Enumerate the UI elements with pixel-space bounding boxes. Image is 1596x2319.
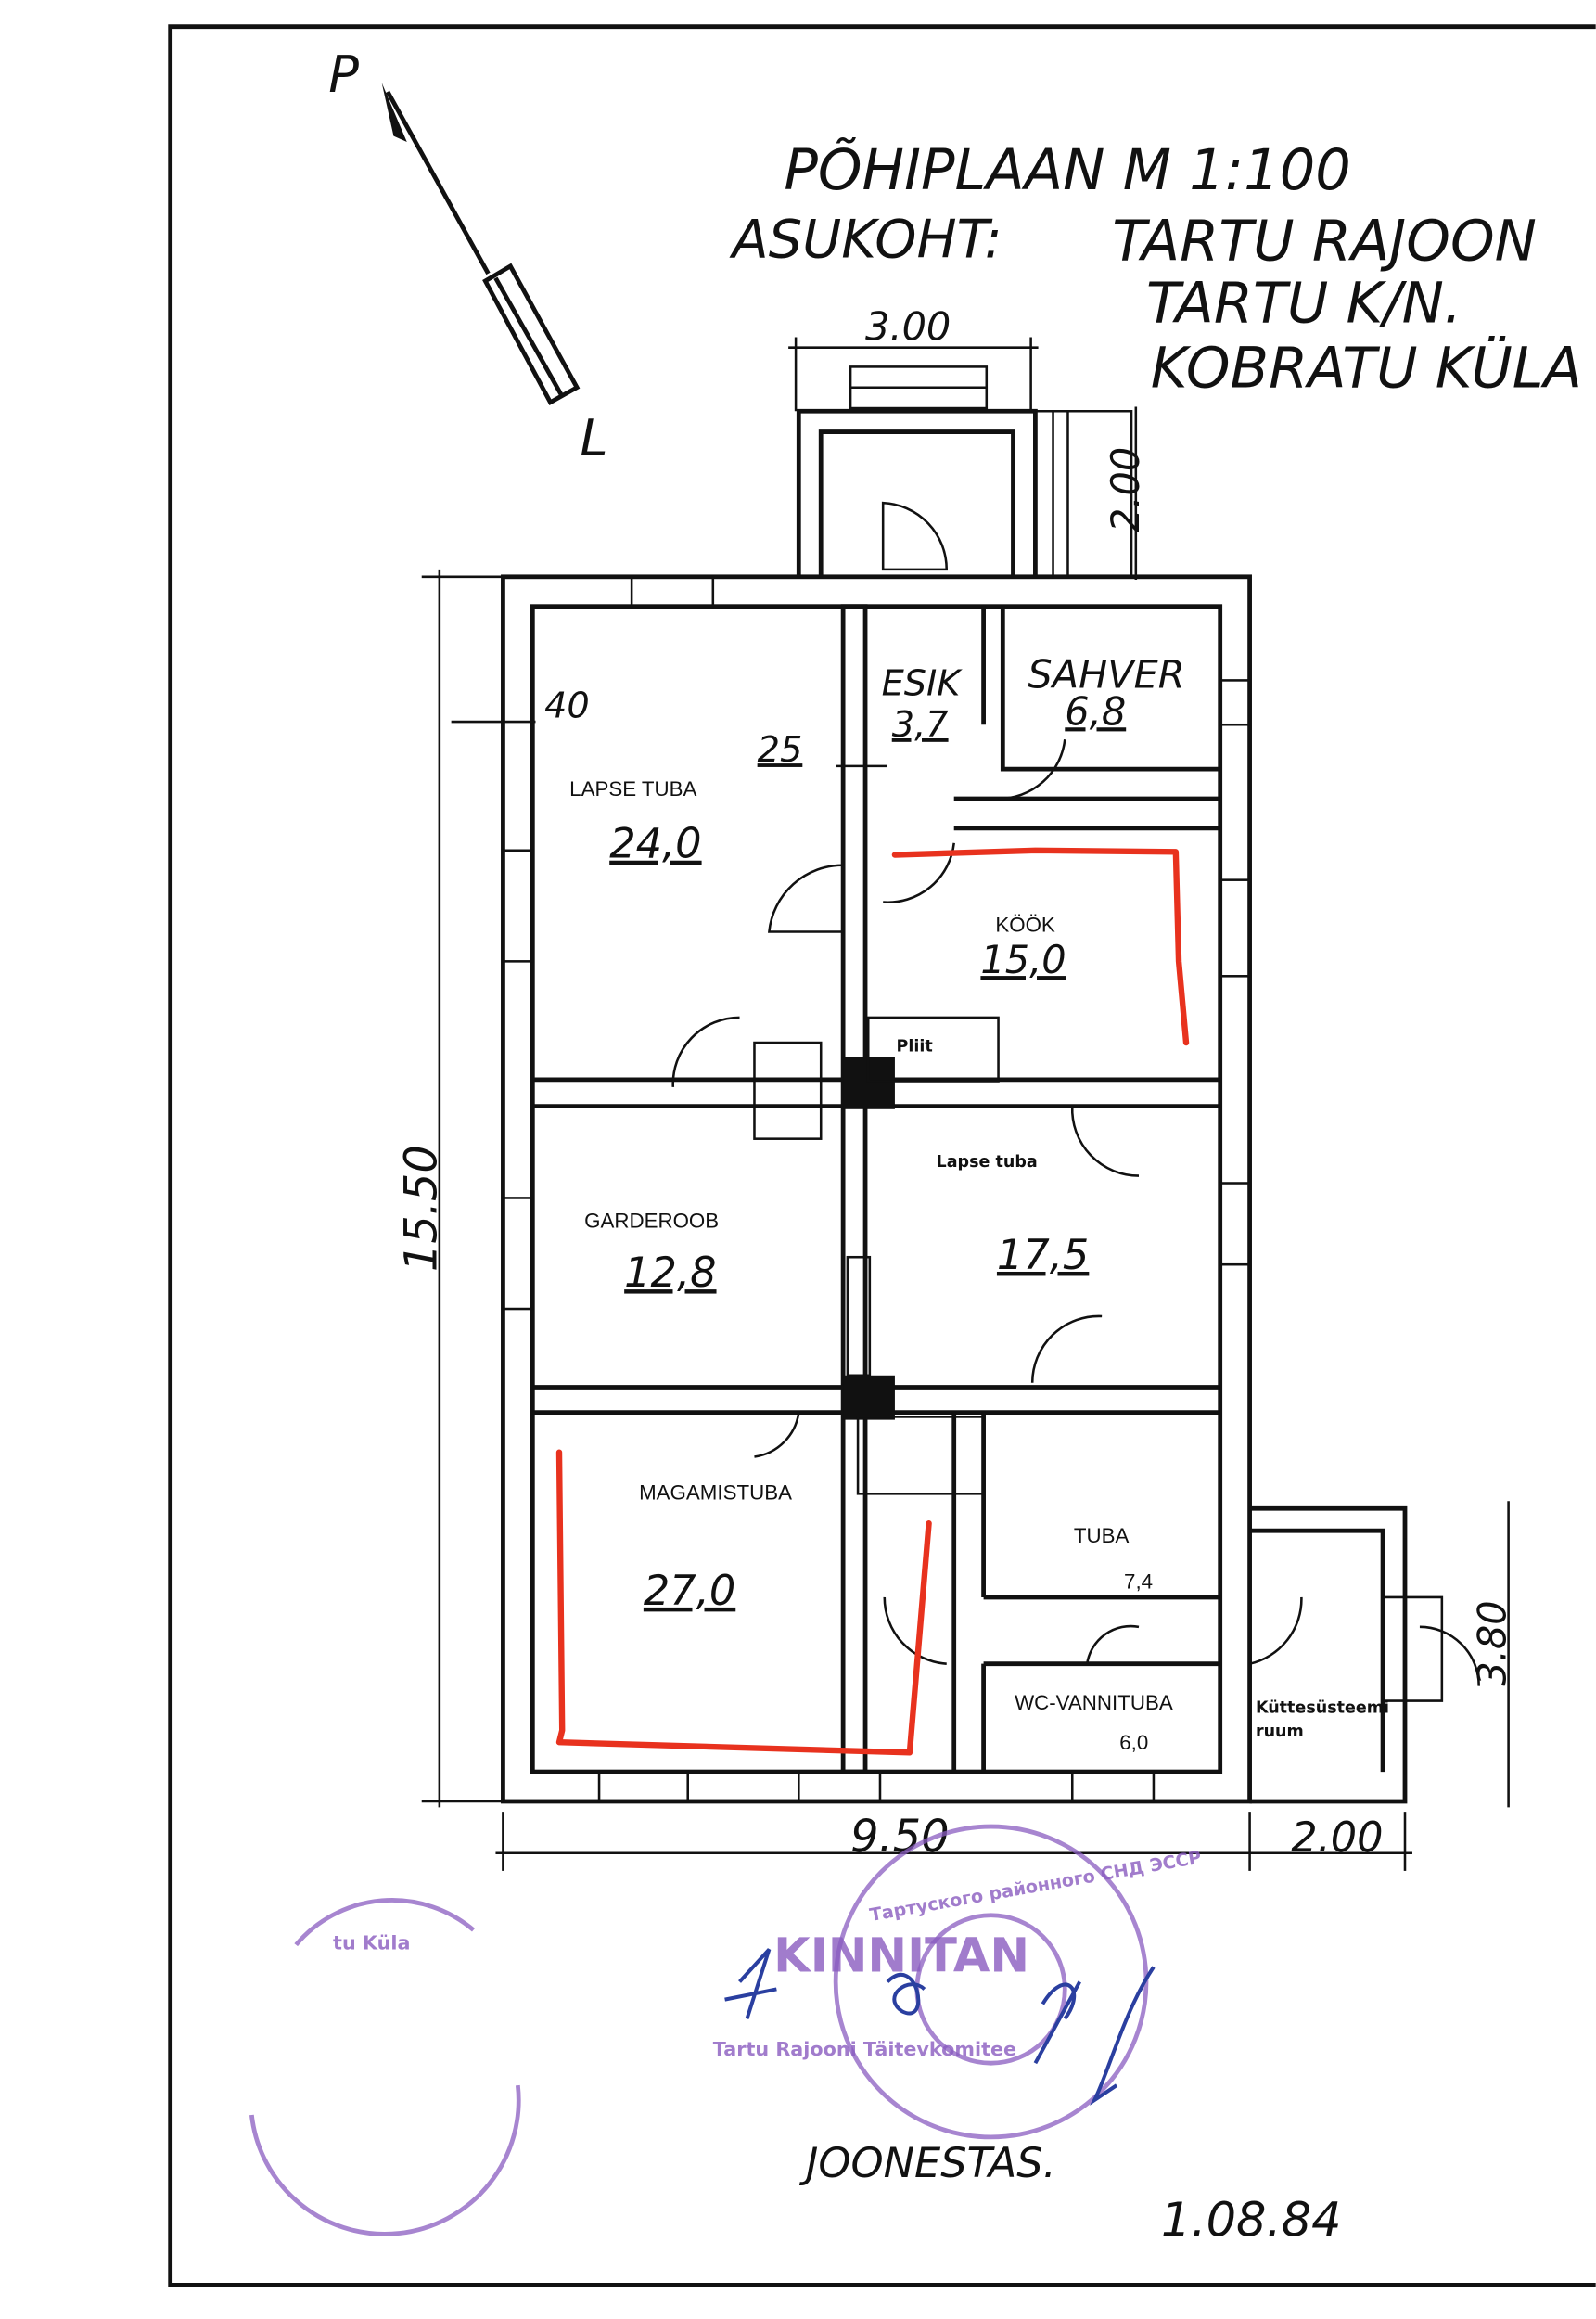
approval-stamp: KINNITAN Tartu Rajooni Täitevkomitee Тар…: [713, 1824, 1203, 2140]
room-kuttesusteemi-name-2: ruum: [1256, 1723, 1304, 1741]
room-kook-area: 15,0: [980, 938, 1066, 982]
room-garderoob-name: GARDEROOB: [584, 1209, 719, 1232]
approval-stamp-org: Tartu Rajooni Täitevkomitee: [713, 2038, 1016, 2060]
location-line-3: KOBRATU KÜLA: [1151, 336, 1582, 402]
signature: [724, 1948, 1156, 2106]
heating-markers: [555, 847, 1190, 1756]
room-esik-area: 3,7: [892, 704, 949, 746]
room-esik-name: ESIK: [882, 662, 964, 704]
dim-wall-outer: 40: [544, 685, 590, 726]
walls: [501, 365, 1480, 1804]
village-stamp: tu Küla: [249, 1898, 521, 2236]
room-labels: LAPSE TUBA 24,0 ESIK 3,7 SAHVER 6,8 KÖÖK…: [569, 652, 1389, 1754]
room-sahver-area: 6,8: [1065, 689, 1126, 734]
compass-north-label: P: [328, 45, 359, 104]
arrow-head-icon: [381, 83, 407, 143]
location-line-2: TARTU K/N.: [1146, 272, 1462, 337]
dim-wall-inner: 25: [758, 729, 803, 771]
room-sahver-name: SAHVER: [1028, 652, 1184, 697]
north-arrow: P L: [328, 45, 607, 468]
room-wc-area: 6,0: [1119, 1731, 1148, 1754]
room-wc-name: WC-VANNITUBA: [1015, 1691, 1173, 1714]
dim-porch-width: 3.00: [865, 305, 951, 350]
village-stamp-text: tu Küla: [333, 1931, 410, 1954]
drawing-date: 1.08.84: [1161, 2194, 1342, 2249]
title-block: PÕHIPLAAN M 1:100 ASUKOHT: TARTU RAJOON …: [729, 137, 1582, 402]
room-kook-name: KÖÖK: [995, 913, 1055, 936]
dim-porch-depth: 2.00: [1104, 447, 1148, 532]
room-lapse-tuba-2-area: 17,5: [997, 1231, 1089, 1279]
room-lapse-tuba-2-name: Lapse tuba: [937, 1153, 1038, 1172]
room-magamistuba-name: MAGAMISTUBA: [639, 1481, 792, 1505]
room-lapse-tuba-area: 24,0: [609, 820, 701, 868]
stove-2: [846, 1255, 872, 1377]
drawn-by-label: JOONESTAS.: [798, 2139, 1056, 2187]
stove-3: [856, 1416, 985, 1495]
dimensions: 3.00 2.00 15.50 9.50 2.00 3.80 40 25: [397, 305, 1514, 1871]
room-kuttesusteemi-name-1: Küttesüsteemi: [1256, 1698, 1389, 1717]
stove-label: Pliit: [897, 1038, 933, 1057]
room-garderoob-area: 12,8: [624, 1249, 716, 1297]
room-lapse-tuba-name: LAPSE TUBA: [569, 777, 696, 801]
page-frame: [168, 24, 1596, 2287]
chimney-2: [843, 1375, 895, 1420]
plan-title: PÕHIPLAAN M 1:100: [784, 137, 1350, 203]
room-tuba-area: 7,4: [1124, 1569, 1153, 1593]
compass-south-label: L: [580, 409, 607, 468]
stove-1: [753, 1041, 823, 1140]
dim-extension-height: 3.80: [1470, 1600, 1514, 1685]
room-magamistuba-area: 27,0: [644, 1567, 735, 1615]
dim-total-height: 15.50: [397, 1145, 448, 1272]
location-label: ASUKOHT:: [729, 208, 1002, 270]
stove-pliit: [866, 1016, 1000, 1083]
dim-extension-width: 2.00: [1291, 1813, 1383, 1862]
room-tuba-name: TUBA: [1074, 1524, 1130, 1547]
location-line-1: TARTU RAJOON: [1112, 210, 1537, 275]
footer: JOONESTAS. 1.08.84: [798, 2139, 1341, 2249]
